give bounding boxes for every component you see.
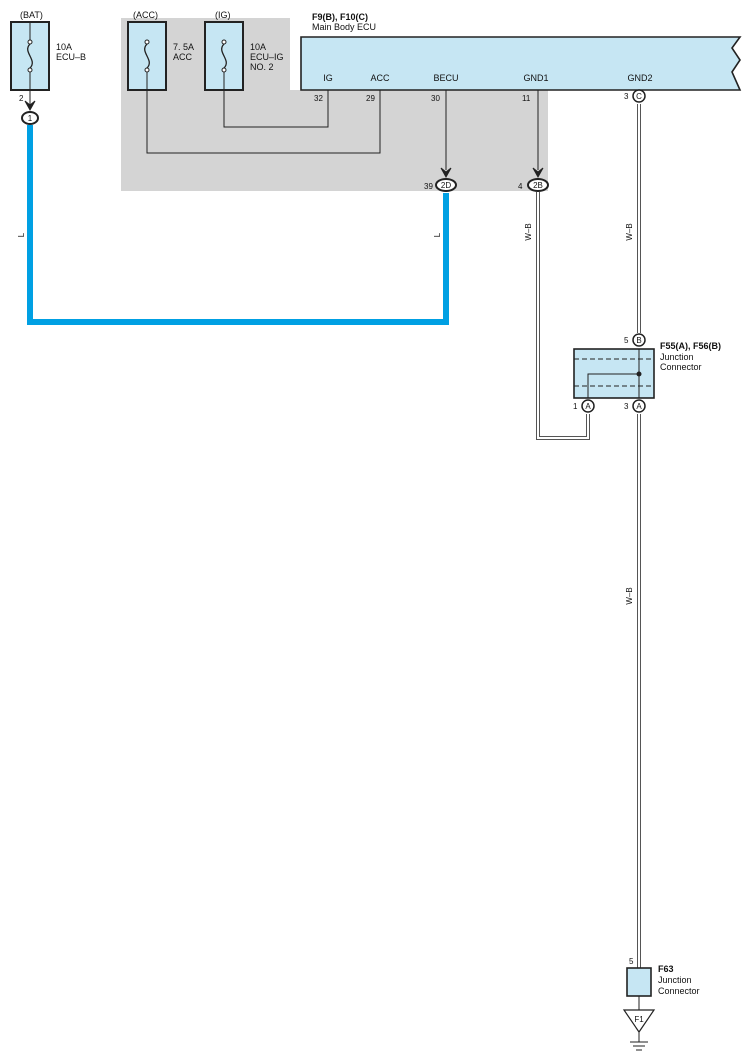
connector-1-label: 1: [28, 114, 33, 123]
fuse-acc-name: ACC: [173, 52, 193, 62]
ecu-pin-gnd2-label: GND2: [627, 73, 652, 83]
junction-terminal-b: [632, 333, 646, 347]
main-body-ecu-box: [300, 36, 742, 91]
fuse-bat-source: (BAT): [20, 10, 43, 20]
connector-2d-terminal: [435, 178, 457, 192]
connector-2b-label: 2B: [533, 181, 543, 190]
wire-label-becu: L: [433, 232, 442, 237]
ground-icon: [622, 1009, 656, 1051]
wire-acc-internal: [146, 72, 381, 154]
ecu-pin-gnd1-number: 11: [522, 94, 531, 103]
ecu-pin-becu-label: BECU: [433, 73, 458, 83]
ecu-pin-becu-number: 30: [431, 94, 440, 103]
junction-connector-f55-f56: [573, 348, 655, 399]
fuse-bat-name: ECU–B: [56, 52, 86, 62]
fuse-acc-source: (ACC): [133, 10, 158, 20]
fuse-ig-source: (IG): [215, 10, 231, 20]
junction-term-left: A: [585, 402, 591, 411]
ecu-pin-acc-number: 29: [366, 94, 375, 103]
wire-ig-internal: [223, 72, 329, 128]
wire-label-bat: L: [17, 232, 26, 237]
fuse-ig-name-2: NO. 2: [250, 62, 274, 72]
f63-code: F63: [658, 964, 674, 974]
connector-arrow-1: [24, 100, 36, 112]
ecu-terminal-c: [632, 89, 646, 103]
f63-name-1: Junction: [658, 975, 692, 985]
junction-terminal-a-right: [632, 399, 646, 413]
junction-name-2: Connector: [660, 362, 702, 372]
junction-term-right: A: [636, 402, 642, 411]
ecu-pin-ig-number: 32: [314, 94, 323, 103]
wire-label-lower: W–B: [625, 587, 634, 604]
wire-l-bat-becu: [27, 125, 449, 325]
junction-code: F55(A), F56(B): [660, 341, 721, 351]
wire-label-gnd2: W–B: [625, 223, 634, 240]
connector-2b-pin: 4: [518, 182, 523, 191]
fuse-acc-rating: 7. 5A: [173, 42, 194, 52]
f63-connector: [626, 967, 652, 997]
ecu-pin-acc-label: ACC: [370, 73, 390, 83]
ecu-pin-gnd2-number: 3: [624, 92, 629, 101]
f63-name-2: Connector: [658, 986, 700, 996]
wire-label-gnd1: W–B: [524, 223, 533, 240]
fuse-ecu-b: [10, 21, 50, 108]
junction-pin-top: 5: [624, 336, 629, 345]
connector-2d-pin: 39: [424, 182, 433, 191]
fuse-bat-pin: 2: [19, 94, 24, 103]
junction-term-top: B: [636, 336, 641, 345]
ecu-pin-ig-label: IG: [323, 73, 333, 83]
fuse-ig-rating: 10A: [250, 42, 266, 52]
fuse-ig-name-1: ECU–IG: [250, 52, 284, 62]
wire-wb-gnd1: [536, 192, 590, 440]
connector-2b-terminal: [527, 178, 549, 192]
connector-1-terminal: [21, 111, 39, 125]
ecu-terminal-c-label: C: [636, 92, 642, 101]
ecu-code: F9(B), F10(C): [312, 12, 368, 22]
connector-arrow-2b: [532, 167, 544, 179]
connector-arrow-2d: [440, 167, 452, 179]
f63-pin: 5: [629, 957, 634, 966]
connector-2d-label: 2D: [441, 181, 451, 190]
ecu-name: Main Body ECU: [312, 22, 376, 32]
ecu-pin-gnd1-label: GND1: [523, 73, 548, 83]
fuse-bat-rating: 10A: [56, 42, 72, 52]
junction-pin-right: 3: [624, 402, 629, 411]
junction-pin-left: 1: [573, 402, 578, 411]
ground-label: F1: [634, 1015, 644, 1024]
junction-terminal-a-left: [581, 399, 595, 413]
junction-name-1: Junction: [660, 352, 694, 362]
